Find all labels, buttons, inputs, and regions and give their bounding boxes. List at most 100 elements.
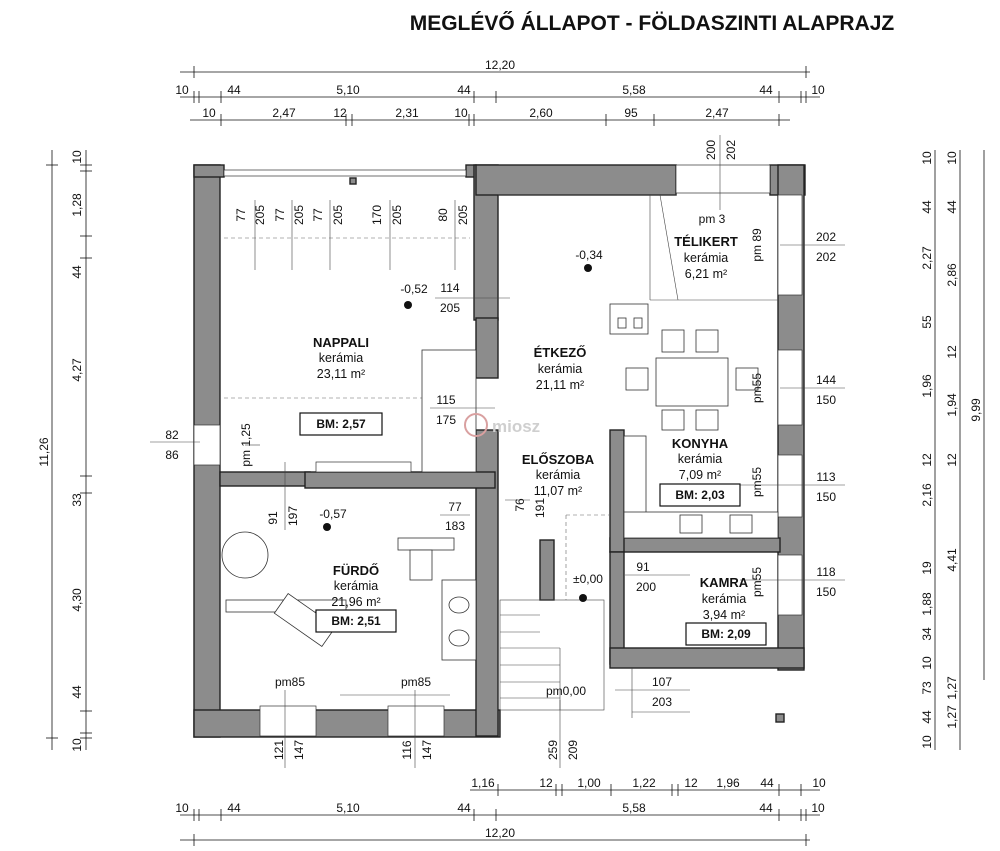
washbasin-counter (441, 579, 477, 661)
dim-label: 113 (816, 470, 835, 484)
dim-label: 19 (920, 561, 934, 575)
dim-label: 205 (331, 205, 345, 225)
dim-label: 116 (400, 740, 414, 759)
room-floor: kerámia (334, 579, 379, 593)
toilet (409, 549, 433, 581)
room-name: ELŐSZOBA (522, 452, 595, 467)
dim-label: 44 (945, 200, 959, 214)
level-markers: -0,52 -0,34 -0,57 ±0,00 (319, 248, 603, 602)
dim-label: 209 (566, 740, 580, 760)
room-name: NAPPALI (313, 335, 369, 350)
dim-label: 205 (253, 205, 267, 225)
parapet-label: pm 1,25 (239, 423, 253, 467)
room-area: 7,09 m² (679, 468, 721, 482)
stove (729, 514, 753, 534)
room-furdo: FÜRDŐ kerámia 21,96 m² BM: 2,51 (315, 563, 397, 633)
chair (625, 367, 649, 391)
wall-top-left (193, 164, 225, 178)
dim-bottom-total: 12,20 (485, 826, 515, 840)
dim-label: 202 (724, 140, 738, 160)
dim-label: 150 (816, 490, 836, 504)
bathtub (273, 592, 337, 648)
dim-label: 1,28 (70, 193, 84, 217)
room-telikert: TÉLIKERT kerámia 6,21 m² (674, 234, 738, 281)
dim-label: 44 (920, 200, 934, 214)
wall-konyha-left (609, 429, 625, 553)
dim-label: 191 (533, 498, 547, 518)
window-right-3 (777, 454, 803, 518)
dim-label: 147 (292, 740, 306, 760)
level-marker-icon (323, 523, 331, 531)
window-telikert-top (675, 164, 771, 194)
room-area: 21,96 m² (331, 595, 380, 609)
dim-label: 76 (513, 498, 527, 512)
bath-shelf (397, 537, 455, 551)
dim-label: 91 (266, 511, 280, 525)
dim-label: 150 (816, 585, 836, 599)
wall-interior-2 (304, 471, 496, 489)
bottom-dimension-lines: 1,16 12 1,00 1,22 12 1,96 44 10 10 44 5,… (175, 776, 826, 846)
watermark-logo-icon (464, 413, 488, 437)
wall-center-mid (475, 317, 499, 379)
room-floor: kerámia (538, 362, 583, 376)
dim-label: 4,30 (70, 588, 84, 612)
level-marker-icon (584, 264, 592, 272)
dim-label: 205 (390, 205, 404, 225)
wall-kamra-bottom (609, 647, 805, 669)
washbasin (448, 596, 470, 614)
dim-label: 200 (636, 580, 656, 594)
parapet-label: pm 89 (750, 228, 764, 262)
dim-label: 5,10 (336, 801, 360, 815)
fireplace-niche (421, 349, 477, 473)
wall-top-right (475, 164, 677, 196)
room-eloszoba: ELŐSZOBA kerámia 11,07 m² (522, 452, 595, 498)
room-area: 6,21 m² (685, 267, 727, 281)
room-bm: BM: 2,09 (701, 627, 751, 641)
bm-badge (315, 609, 397, 633)
dim-label: 200 (704, 140, 718, 160)
dim-label: 2,47 (272, 106, 296, 120)
dim-label: 1,16 (471, 776, 495, 790)
dim-label: 2,31 (395, 106, 419, 120)
window-left (193, 424, 221, 466)
level-label: -0,57 (319, 507, 347, 521)
room-floor: kerámia (536, 468, 581, 482)
chair (695, 409, 719, 431)
dim-label: 2,27 (920, 246, 934, 270)
dim-label: 183 (445, 519, 465, 533)
dim-label: 203 (652, 695, 672, 709)
dim-label: 44 (760, 776, 774, 790)
room-floor: kerámia (702, 592, 747, 606)
dim-label: 1,96 (920, 374, 934, 398)
dim-label: 205 (440, 301, 460, 315)
room-name: TÉLIKERT (674, 234, 738, 249)
dim-label: 5,10 (336, 83, 360, 97)
dim-label: 34 (920, 627, 934, 641)
level-label: ±0,00 (573, 572, 603, 586)
dining-table (655, 357, 729, 407)
dim-label: 77 (448, 500, 462, 514)
opening-labels-vertical: 77 205 77 205 77 205 170 205 80 205 200 … (234, 140, 738, 760)
dim-label: 144 (816, 373, 836, 387)
dim-label: 44 (457, 83, 471, 97)
top-dimension-lines: 12,20 10 44 5,10 44 5,58 44 10 10 2,47 1… (175, 58, 825, 126)
wall-konyha-bottom (609, 537, 781, 553)
dim-label: 77 (234, 208, 248, 222)
dim-label: 10 (920, 656, 934, 670)
post (775, 713, 785, 723)
dim-label: 115 (436, 393, 455, 407)
dim-label: 5,58 (622, 83, 646, 97)
dim-label: 10 (811, 83, 825, 97)
room-floor: kerámia (319, 351, 364, 365)
level-marker-icon (404, 301, 412, 309)
shower-tray (221, 531, 269, 579)
room-name: ÉTKEZŐ (534, 345, 587, 360)
window-bottom-2 (387, 705, 445, 737)
level-marker-icon (579, 594, 587, 602)
dim-label: 205 (456, 205, 470, 225)
dim-label: 10 (920, 151, 934, 165)
watermark-text: miosz (492, 417, 540, 436)
chimney-flue (633, 317, 643, 329)
wall-interior-1 (219, 471, 311, 487)
dim-label: 2,60 (529, 106, 553, 120)
